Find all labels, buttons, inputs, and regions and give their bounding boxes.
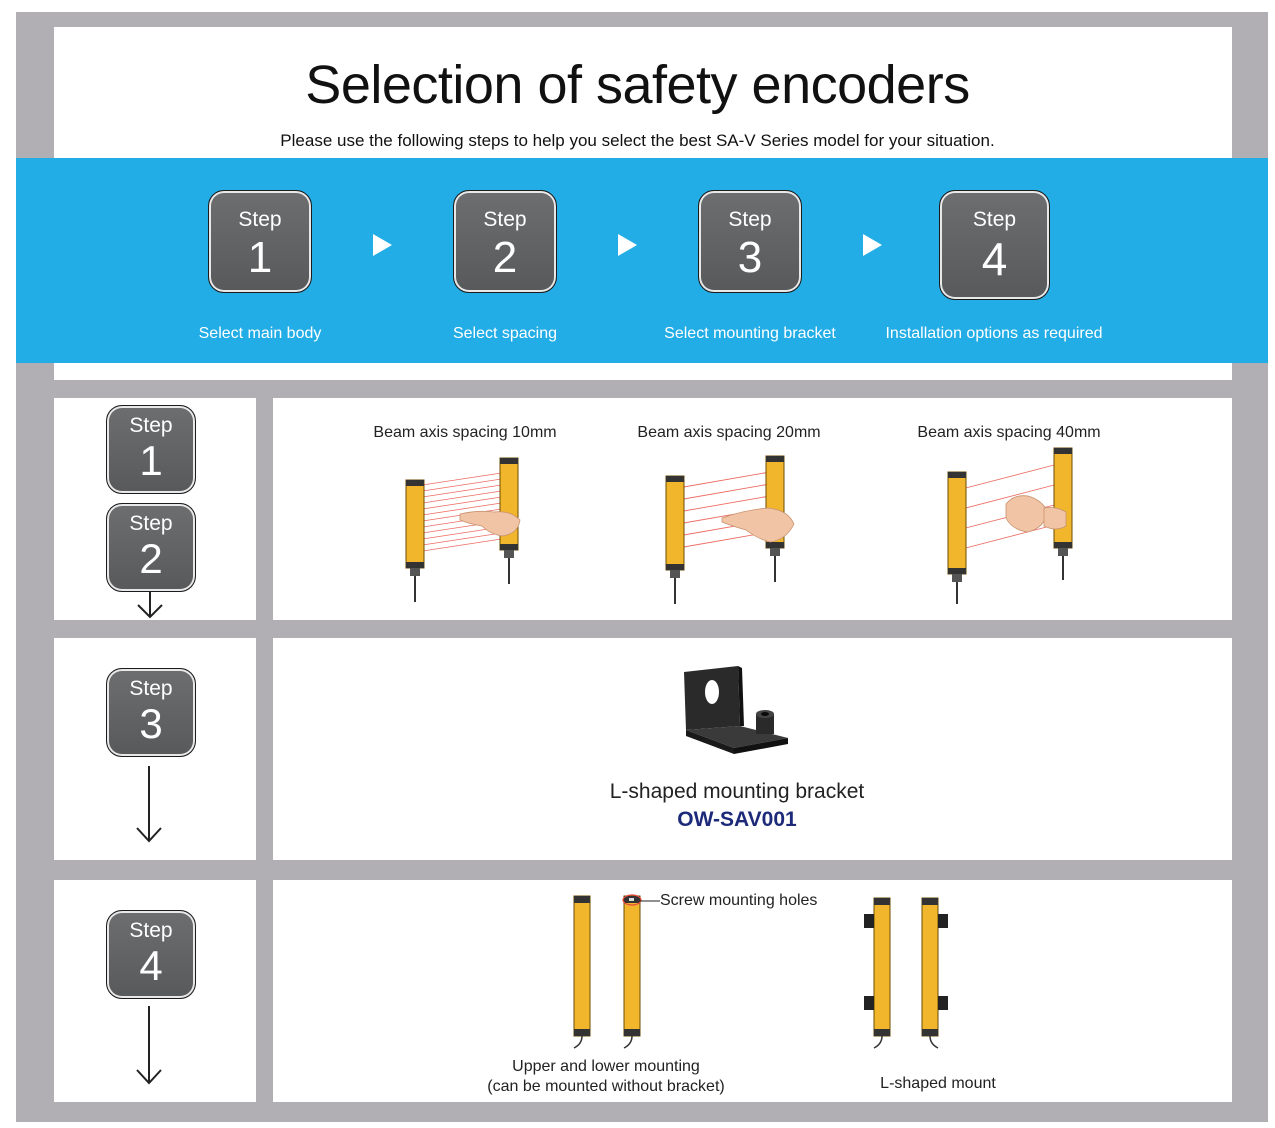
step-2-label: Select spacing xyxy=(452,325,558,342)
l-bracket-image xyxy=(684,666,788,754)
step-3-box: Step 3 xyxy=(698,190,802,293)
step-4-label: Installation options as required xyxy=(885,325,1103,342)
play-arrow-icon xyxy=(863,234,882,256)
row3-step-4-word: Step xyxy=(129,919,173,942)
step-2-number: 2 xyxy=(492,233,518,282)
step-2-box: Step 2 xyxy=(453,190,557,293)
row1-step-2-word: Step xyxy=(129,512,173,535)
down-arrow-icon xyxy=(137,592,163,619)
light-curtain-40mm-image xyxy=(947,447,1073,604)
row2-step-3-box: Step 3 xyxy=(106,668,196,757)
step-1-box: Step 1 xyxy=(208,190,312,293)
step-1-label: Select main body xyxy=(198,325,322,342)
upper-lower-mount-image xyxy=(573,894,642,1049)
light-curtain-10mm-image xyxy=(405,457,521,602)
step-4-word: Step xyxy=(972,208,1017,231)
page-title: Selection of safety encoders xyxy=(305,55,970,115)
step-4-number: 4 xyxy=(981,233,1008,285)
row1-step-2-number: 2 xyxy=(139,535,163,582)
step-1-number: 1 xyxy=(247,233,273,282)
down-arrow-icon xyxy=(136,1006,162,1085)
step-1-word: Step xyxy=(238,208,282,231)
spacing-20mm-label: Beam axis spacing 20mm xyxy=(637,424,821,441)
step-3-label: Select mounting bracket xyxy=(664,325,836,342)
step-2-word: Step xyxy=(483,208,527,231)
row1-step-2-box: Step 2 xyxy=(106,503,196,592)
l-shaped-mount-image xyxy=(864,897,948,1049)
bracket-model: OW-SAV001 xyxy=(677,808,797,831)
screw-holes-callout: Screw mounting holes xyxy=(660,892,818,909)
row2-step-3-word: Step xyxy=(129,677,173,700)
row3-step-4-number: 4 xyxy=(139,942,163,989)
upper-lower-mount-label: Upper and lower mounting xyxy=(512,1058,700,1075)
spacing-10mm-label: Beam axis spacing 10mm xyxy=(373,424,557,441)
row2-step-3-number: 3 xyxy=(139,700,163,747)
step-3-number: 3 xyxy=(737,233,763,282)
l-shaped-mount-label: L-shaped mount xyxy=(880,1075,996,1092)
row3-right-panel xyxy=(273,880,1232,1102)
light-curtain-20mm-image xyxy=(665,455,795,604)
row1-step-1-number: 1 xyxy=(139,437,163,484)
callout-line xyxy=(640,900,660,902)
step-3-word: Step xyxy=(728,208,772,231)
play-arrow-icon xyxy=(373,234,392,256)
row1-step-1-box: Step 1 xyxy=(106,405,196,494)
down-arrow-icon xyxy=(136,766,162,843)
page-subtitle: Please use the following steps to help y… xyxy=(280,131,995,150)
spacing-40mm-label: Beam axis spacing 40mm xyxy=(917,424,1101,441)
step-4-box: Step 4 xyxy=(939,190,1050,300)
row3-step-4-box: Step 4 xyxy=(106,910,196,999)
play-arrow-icon xyxy=(618,234,637,256)
upper-lower-mount-note: (can be mounted without bracket) xyxy=(487,1078,725,1095)
bracket-name: L-shaped mounting bracket xyxy=(609,780,865,803)
row1-step-1-word: Step xyxy=(129,414,173,437)
